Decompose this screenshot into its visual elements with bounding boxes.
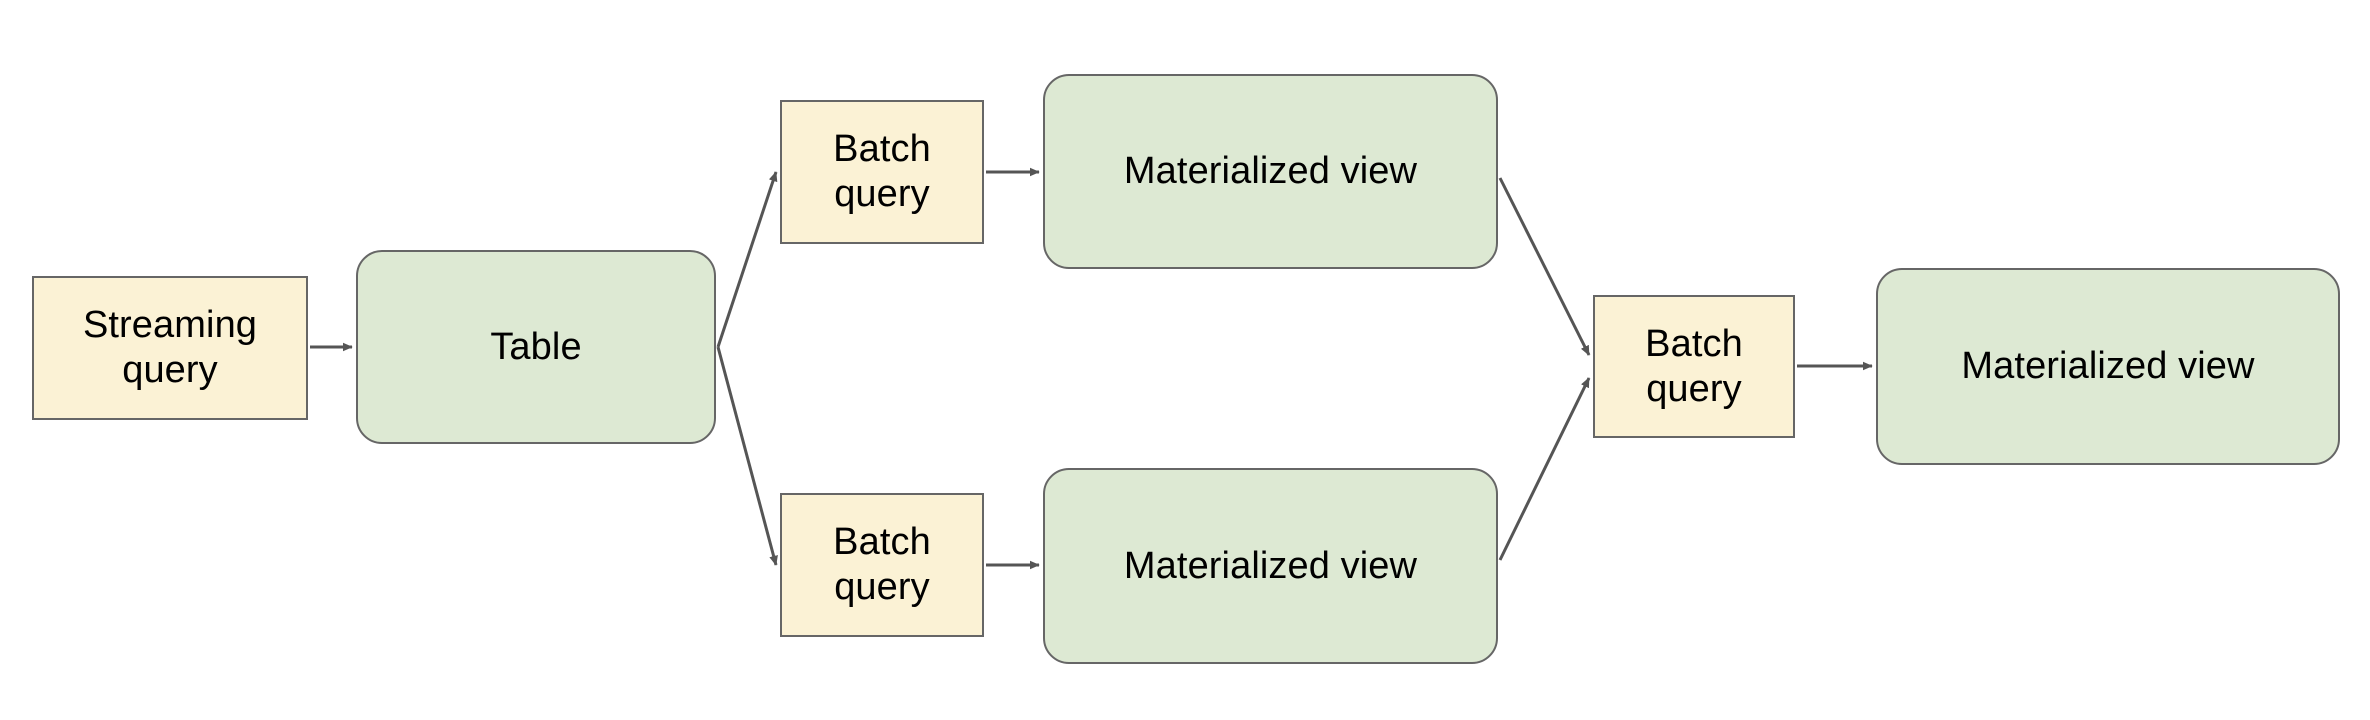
edge-table-to-batch-query-top — [716, 171, 778, 348]
node-label-batch-query-top: Batch query — [833, 128, 931, 215]
node-label-streaming-query: Streaming query — [82, 304, 258, 391]
edge-materialized-view-bottom-to-batch-query-merge — [1498, 377, 1591, 561]
node-table[interactable]: Table — [356, 250, 716, 444]
node-label-batch-query-bottom: Batch query — [833, 521, 931, 608]
node-materialized-view-top[interactable]: Materialized view — [1043, 74, 1498, 269]
node-label-materialized-view-bottom: Materialized view — [1123, 544, 1418, 587]
node-streaming-query[interactable]: Streaming query — [32, 276, 308, 420]
edge-materialized-view-top-to-batch-query-merge — [1498, 177, 1591, 356]
node-batch-query-top[interactable]: Batch query — [780, 100, 984, 244]
edge-table-to-batch-query-bottom — [716, 346, 778, 566]
node-materialized-view-final[interactable]: Materialized view — [1876, 268, 2340, 465]
node-label-table: Table — [490, 325, 582, 368]
node-materialized-view-bottom[interactable]: Materialized view — [1043, 468, 1498, 664]
node-batch-query-bottom[interactable]: Batch query — [780, 493, 984, 637]
node-batch-query-merge[interactable]: Batch query — [1593, 295, 1795, 438]
node-label-batch-query-merge: Batch query — [1645, 322, 1743, 410]
node-label-materialized-view-top: Materialized view — [1123, 150, 1418, 193]
node-label-materialized-view-final: Materialized view — [1961, 345, 2255, 388]
